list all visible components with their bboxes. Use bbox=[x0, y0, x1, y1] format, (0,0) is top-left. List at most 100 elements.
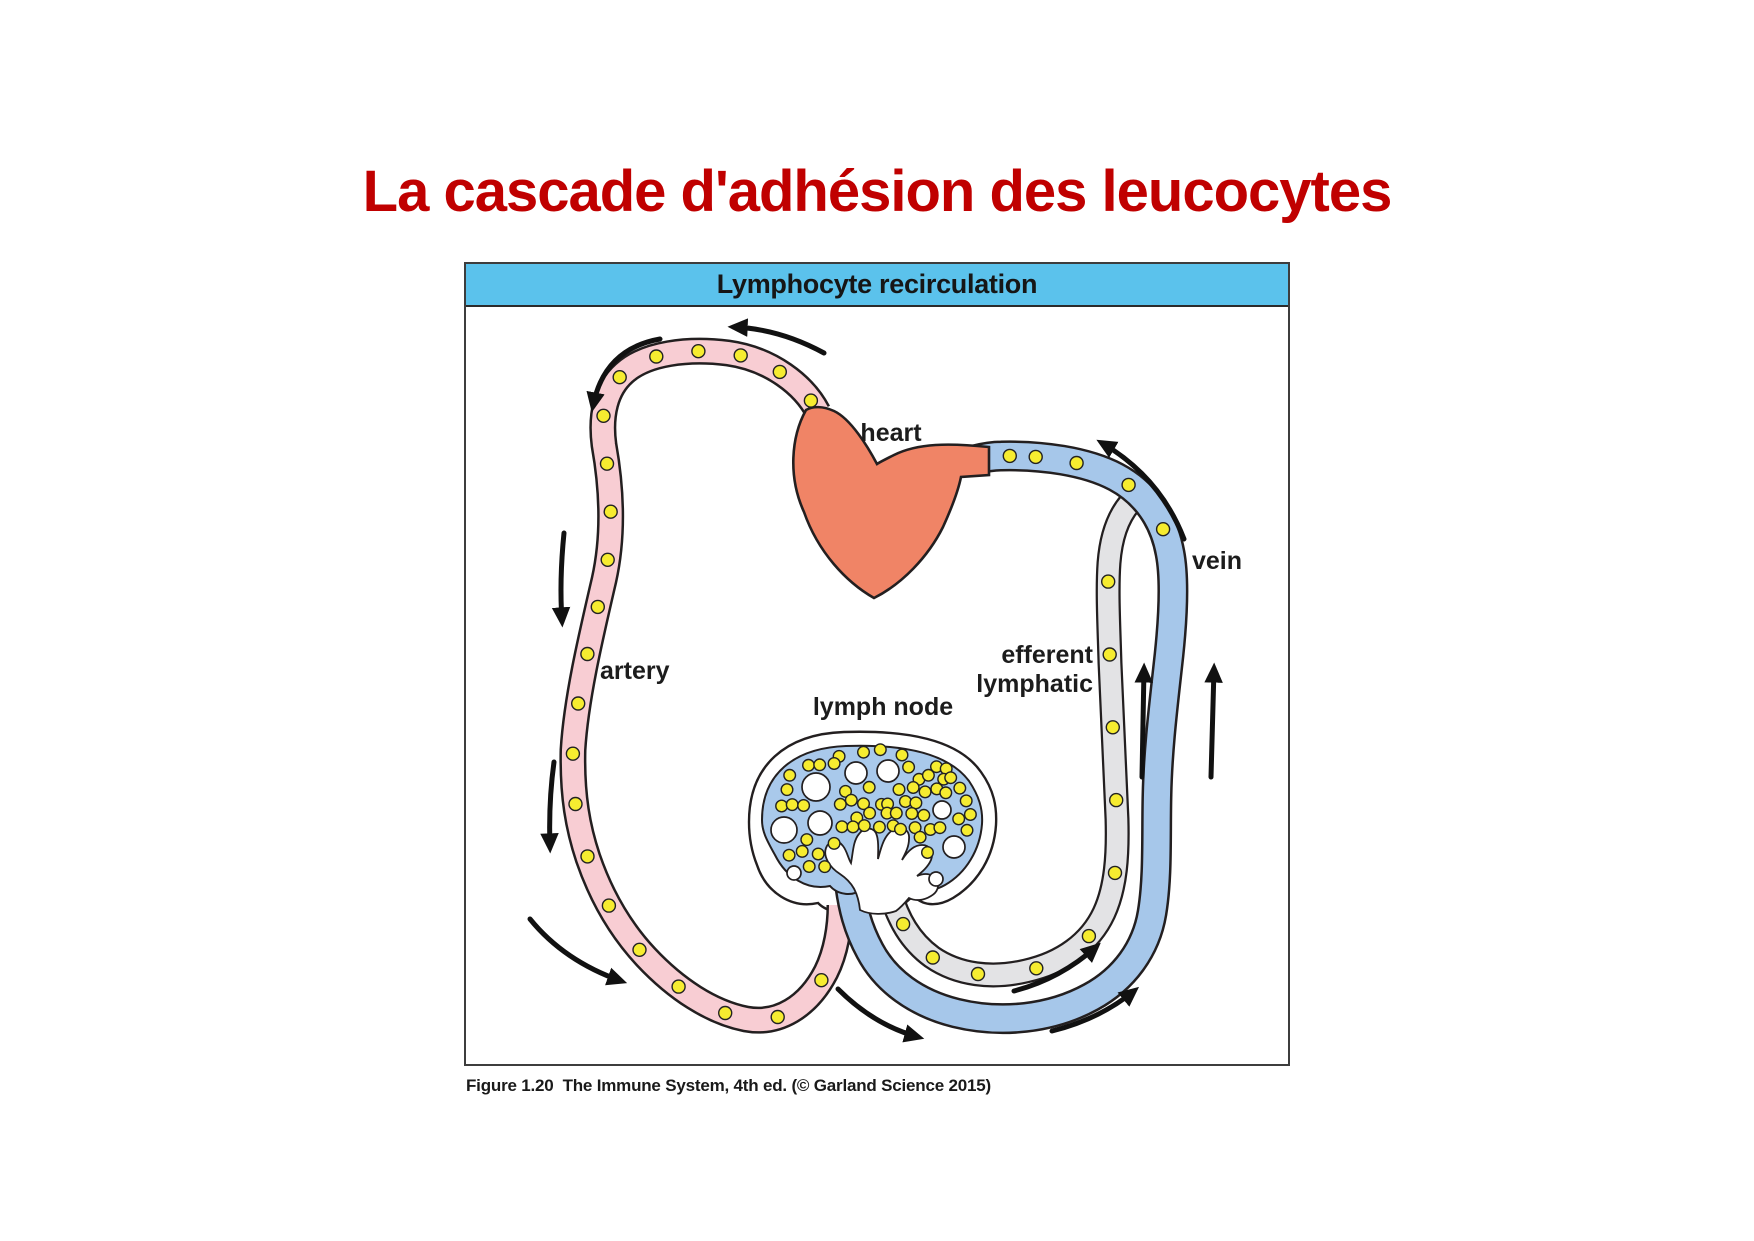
lymphocyte-dot bbox=[918, 785, 932, 799]
lymphocyte-dot bbox=[775, 799, 789, 813]
figure-panel: Lymphocyte recirculation bbox=[464, 262, 1290, 1066]
germinal-center bbox=[807, 810, 833, 836]
lymphocyte-dot bbox=[833, 797, 847, 811]
lymphocyte-dot bbox=[691, 344, 706, 359]
lymphocyte-dot bbox=[599, 456, 615, 471]
figure-header-title: Lymphocyte recirculation bbox=[716, 269, 1038, 299]
lymphocyte-dot bbox=[863, 806, 877, 820]
germinal-centers bbox=[770, 759, 966, 887]
lymphocyte-dot bbox=[959, 794, 973, 808]
lymphocyte-dot bbox=[1155, 521, 1171, 537]
lymphocyte-dot bbox=[785, 798, 799, 812]
lymphocyte-dot bbox=[898, 795, 912, 809]
lymphocyte-dot bbox=[803, 393, 819, 408]
germinal-center bbox=[928, 871, 944, 887]
lymphocyte-dot bbox=[905, 807, 919, 821]
lymphocyte-dot bbox=[906, 781, 920, 795]
germinal-center bbox=[801, 772, 831, 802]
lymphocyte-dot bbox=[1081, 928, 1097, 944]
heart-shape bbox=[792, 405, 991, 600]
germinal-center bbox=[932, 800, 952, 820]
lymphocyte-dot bbox=[1029, 961, 1044, 976]
vein-label: vein bbox=[1192, 547, 1242, 575]
lymphocyte-dot bbox=[802, 758, 816, 772]
lymphocyte-dot bbox=[1105, 720, 1120, 735]
lymphocyte-dot bbox=[925, 950, 940, 965]
efferent-lymphatic-label-line2: lymphatic bbox=[976, 670, 1093, 698]
flow-arrow-vein-bottom-right bbox=[1049, 986, 1140, 1034]
lymphocyte-dot bbox=[580, 849, 595, 864]
lymphocyte-dot bbox=[857, 797, 871, 811]
lymphocyte-dot bbox=[939, 786, 953, 800]
lymphocyte-dot bbox=[1121, 477, 1136, 493]
heart-label: heart bbox=[860, 419, 922, 447]
lymphocyte-dot bbox=[782, 848, 796, 862]
lymphocyte-dot bbox=[1109, 792, 1124, 808]
lymphocyte-dot bbox=[570, 696, 586, 711]
lymphocyte-dot bbox=[872, 820, 886, 834]
slide-title: La cascade d'adhésion des leucocytes bbox=[362, 159, 1393, 224]
lymphocyte-dot bbox=[970, 966, 986, 982]
flow-arrow-artery-top bbox=[727, 318, 827, 356]
flow-arrow-artery-bottom-left bbox=[527, 916, 628, 986]
lymphocyte-dot bbox=[835, 820, 849, 834]
lymph-node-label: lymph node bbox=[813, 693, 953, 721]
lymphocyte-dot bbox=[590, 599, 606, 615]
lymphocyte-dot bbox=[601, 898, 617, 913]
germinal-center bbox=[876, 759, 900, 783]
lymphocyte-dot bbox=[565, 746, 581, 761]
lymphocyte-dot bbox=[671, 979, 686, 994]
lymphocyte-dot bbox=[846, 820, 860, 834]
lymphocyte-dot bbox=[1107, 865, 1123, 881]
lymphocyte-dot bbox=[1101, 574, 1116, 589]
flow-arrows bbox=[527, 318, 1223, 1043]
lymphocyte-dot bbox=[917, 808, 931, 822]
lymphocyte-dot bbox=[894, 822, 908, 836]
lymphocyte-dot bbox=[780, 783, 794, 797]
lymphocyte-dot bbox=[963, 808, 977, 822]
flow-arrow-vein-up bbox=[1204, 662, 1223, 780]
figure-diagram: heart artery vein efferent lymphatic lym… bbox=[466, 307, 1288, 1064]
lymphocyte-dot bbox=[802, 860, 816, 874]
germinal-center bbox=[786, 865, 802, 881]
lymphocyte-dot bbox=[596, 408, 611, 424]
lymphocyte-dot bbox=[580, 646, 595, 662]
lymphocyte-dot bbox=[649, 349, 664, 364]
lymphocyte-dot bbox=[811, 847, 825, 861]
lymphocyte-dot bbox=[892, 783, 906, 797]
lymphocyte-dot bbox=[783, 768, 797, 782]
figure-caption: Figure 1.20 The Immune System, 4th ed. (©… bbox=[466, 1076, 991, 1096]
lymphocyte-dot bbox=[895, 916, 911, 932]
lymphocyte-dot bbox=[1002, 448, 1017, 464]
lymphocyte-dot bbox=[800, 833, 814, 847]
flow-arrow-vein-bottom-center bbox=[835, 986, 925, 1043]
germinal-center bbox=[770, 816, 798, 844]
lymphocyte-dot bbox=[1102, 647, 1117, 662]
lymphocyte-dot bbox=[921, 846, 935, 860]
lymphocyte-dot bbox=[772, 364, 787, 380]
flow-arrow-artery-left-2 bbox=[540, 759, 559, 854]
lymphocyte-dot bbox=[718, 1005, 733, 1021]
flow-arrow-efferent-bottom-right bbox=[1011, 942, 1101, 994]
lymphocyte-dot bbox=[827, 836, 841, 850]
lymphocyte-dot bbox=[902, 760, 916, 774]
germinal-center bbox=[844, 761, 868, 785]
lymphocyte-dot bbox=[844, 793, 858, 807]
lymphocyte-dot bbox=[603, 504, 618, 519]
lymphocyte-dot bbox=[889, 806, 903, 820]
lymphocyte-dot bbox=[814, 973, 829, 988]
lymphocyte-dot bbox=[921, 768, 935, 782]
figure-caption-number: Figure 1.20 bbox=[466, 1076, 554, 1095]
lymphocyte-dot bbox=[600, 552, 615, 568]
flow-arrow-vein-top-right bbox=[1096, 439, 1187, 542]
lymphocyte-dot bbox=[839, 784, 853, 798]
vessel-lymphocyte-dots bbox=[565, 344, 1171, 1025]
flow-arrow-efferent-up bbox=[1134, 662, 1153, 780]
lymphocyte-dot bbox=[632, 942, 647, 957]
figure-caption-text: The Immune System, 4th ed. (© Garland Sc… bbox=[562, 1076, 992, 1095]
lymphocyte-dot bbox=[797, 799, 811, 813]
artery-label: artery bbox=[600, 657, 670, 685]
lymphocyte-dot bbox=[952, 812, 966, 826]
lymphocyte-dot bbox=[953, 781, 967, 795]
